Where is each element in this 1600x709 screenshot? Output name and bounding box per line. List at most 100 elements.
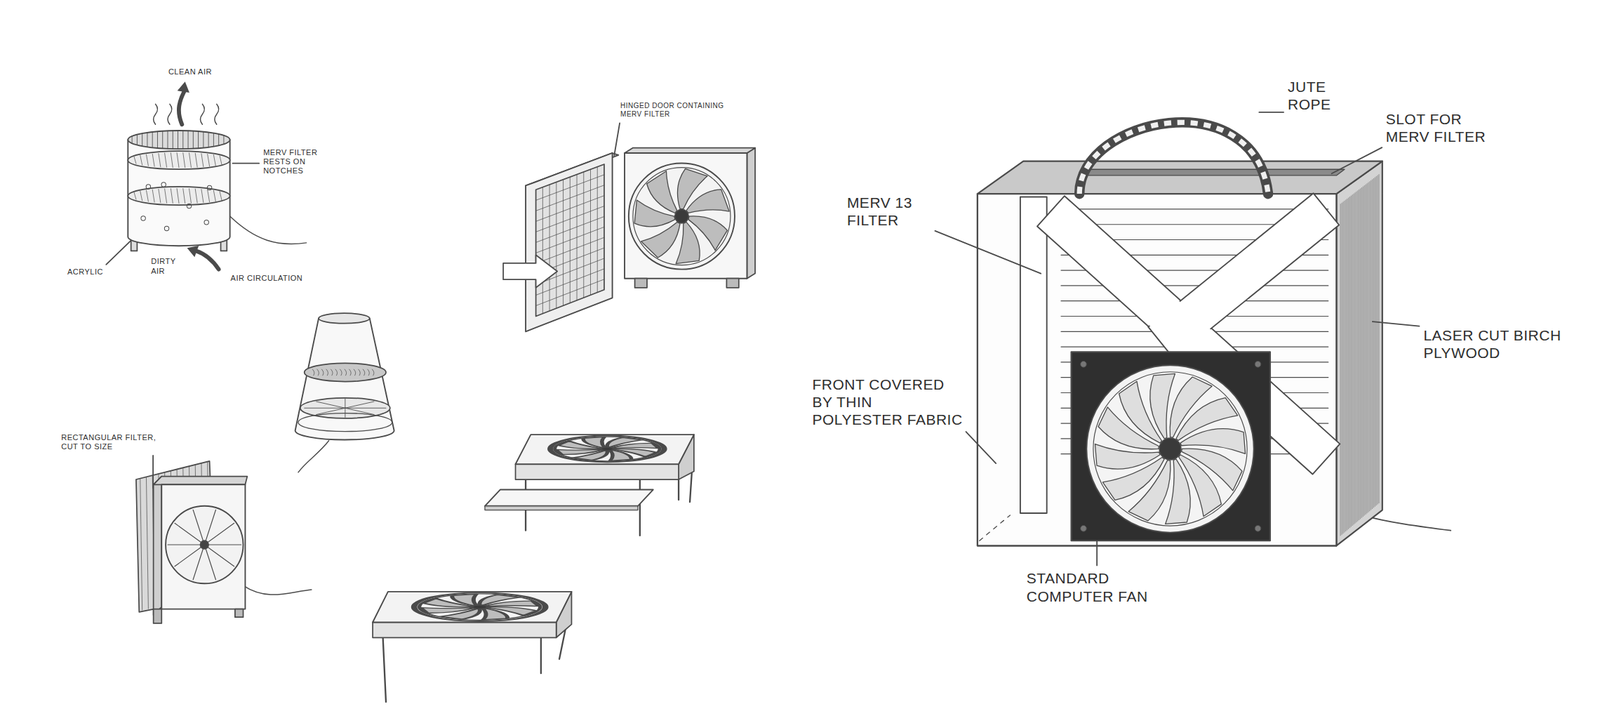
filter-texture (164, 188, 168, 203)
frame-bar-fill (1150, 196, 1336, 356)
air-wave (153, 103, 158, 125)
fan-inner-rim (555, 436, 660, 462)
annotation-label: CLEAN AIR (168, 67, 212, 77)
tiered-purifier-sketch (127, 81, 306, 269)
filter-texture (362, 369, 365, 376)
fan-blade (421, 607, 474, 614)
filter-grid (536, 206, 605, 233)
dirty-air-arrowhead (187, 245, 200, 257)
leader-line (105, 240, 131, 265)
box-front (624, 152, 747, 279)
fan-rim (628, 163, 735, 270)
filter-texture (134, 192, 137, 200)
fan-blade (647, 171, 678, 214)
plywood-top (977, 161, 1383, 195)
grill-slat (208, 131, 210, 147)
filter-grid (536, 216, 605, 243)
doodle-dot (141, 216, 146, 221)
air-wave (214, 103, 219, 125)
leader-line (1331, 147, 1383, 174)
side-shading (1355, 191, 1357, 523)
jute-rope-twist (1079, 122, 1269, 194)
filter-texture (134, 156, 137, 164)
merv-filter (536, 164, 605, 317)
fan-blade (583, 436, 605, 448)
filter-texture (353, 369, 356, 376)
grill-slat (167, 130, 168, 149)
grill-slat (223, 135, 224, 144)
filter-texture (331, 369, 334, 376)
filter-grid (536, 237, 605, 264)
fan-spoke (344, 398, 346, 408)
table-leg (677, 479, 680, 500)
side-shading (1377, 175, 1379, 504)
label-holder: STANDARD COMPUTER FAN (1026, 569, 1178, 605)
filter-texture (158, 153, 161, 168)
side-shading (1373, 178, 1375, 508)
label-holder: ACRYLIC (67, 267, 104, 277)
doodle-dot (207, 185, 212, 190)
side-shading (1378, 174, 1380, 504)
annotation-label: MERV 13 FILTER (847, 193, 932, 229)
side-shading (1369, 181, 1370, 511)
filter-texture (140, 190, 143, 201)
side-shading (1350, 195, 1352, 527)
table-leg (383, 637, 386, 702)
grill-slat (182, 130, 184, 149)
door-panel (525, 152, 613, 332)
filter-texture (349, 369, 352, 376)
acrylic-body (127, 139, 230, 246)
table-front (515, 463, 680, 480)
fan-rim (165, 505, 243, 584)
fan-spoke (204, 544, 216, 580)
fan-blade (451, 593, 477, 605)
screw (1254, 360, 1262, 368)
filter-texture (344, 369, 347, 376)
table-front (372, 621, 557, 638)
hinged-door-sketch (503, 148, 756, 332)
fan-spoke (345, 401, 375, 408)
label-holder: SLOT FOR MERV FILTER (1385, 110, 1502, 146)
filter-texture (152, 189, 155, 203)
side-shading (1340, 204, 1342, 536)
filter-pleat (140, 478, 143, 610)
filter-texture (140, 155, 143, 165)
filter-texture (317, 369, 320, 376)
grill-slat (177, 130, 179, 149)
filter-texture (358, 369, 361, 376)
label-holder: HINGED DOOR CONTAINING MERV FILTER (620, 101, 730, 119)
fan (1086, 364, 1254, 532)
label-holder: LASER CUT BIRCH PLYWOOD (1423, 326, 1571, 362)
side-shading (1367, 182, 1369, 512)
foot (726, 278, 739, 288)
fan-rim (414, 592, 546, 622)
clean-air-arrowhead (177, 81, 190, 93)
base-ring (298, 413, 393, 432)
filter-texture (335, 369, 338, 376)
filter-texture (371, 369, 375, 376)
fan-blade (641, 221, 681, 258)
tower-body (295, 317, 395, 440)
table-sketch (372, 591, 572, 702)
doodle-dot (204, 220, 209, 225)
side-shading (1362, 186, 1364, 517)
air-wave (167, 103, 172, 125)
side-shading (1352, 195, 1353, 526)
foot (235, 609, 244, 618)
fan-spoke (174, 522, 205, 545)
fan-spoke (174, 544, 205, 567)
plywood-purifier-sketch (977, 122, 1451, 546)
filter-texture (170, 152, 173, 168)
fan-hub (675, 209, 690, 224)
filter-texture (152, 153, 155, 167)
fan-housing (1071, 351, 1271, 541)
side-shading (1360, 188, 1361, 519)
fan-inner-rim (1093, 371, 1248, 526)
label-holder: DIRTY AIR (150, 256, 181, 276)
side-shading (1371, 179, 1373, 509)
side-shading (1358, 189, 1360, 520)
side-shading (1345, 200, 1346, 532)
